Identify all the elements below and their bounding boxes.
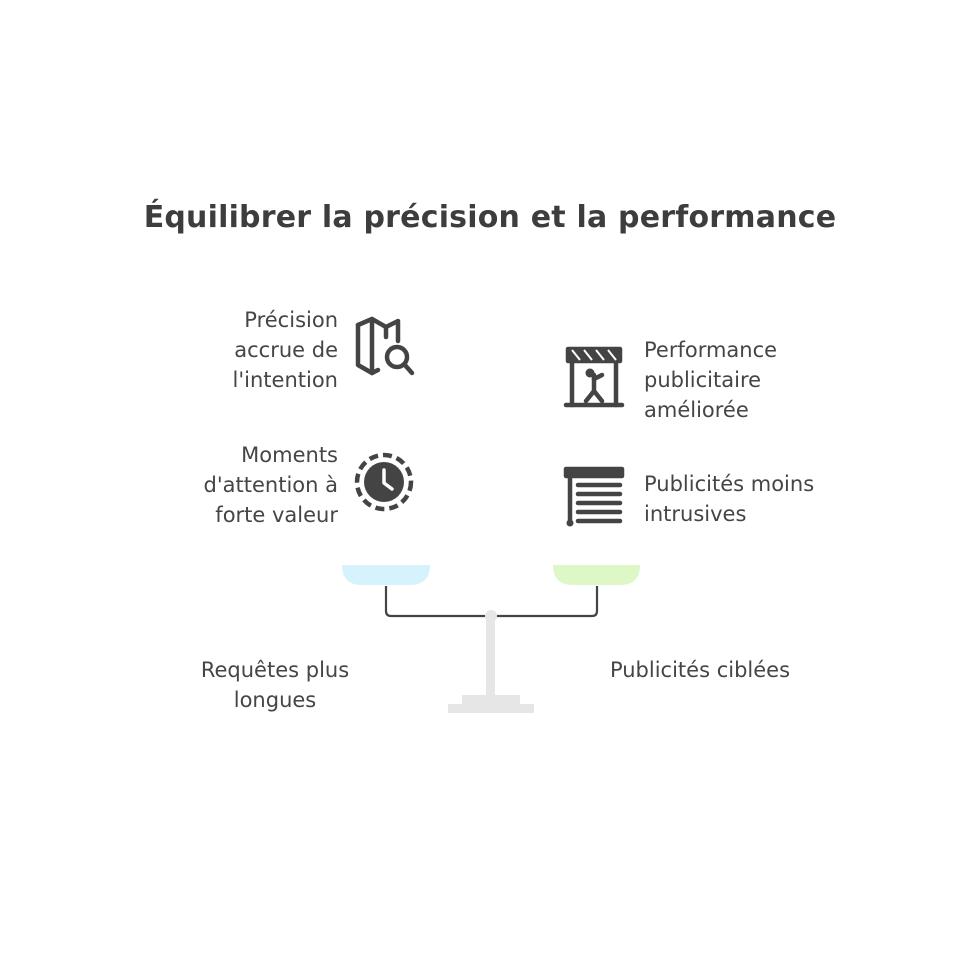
scale-pivot: [485, 610, 497, 622]
scale-base: [448, 704, 534, 713]
performance-label: Performance publicitaire améliorée: [644, 338, 778, 422]
targeted-ads-label: Publicités ciblées: [609, 658, 791, 682]
longer-queries-label: Requêtes plus longues: [200, 658, 350, 712]
map-search-icon: [355, 316, 415, 376]
clock-icon: [354, 452, 414, 512]
precision-label: Précision accrue de l'intention: [232, 308, 338, 392]
scale-beam: [384, 586, 599, 618]
right-pan: [553, 565, 640, 585]
stage-performer-icon: [563, 346, 625, 408]
left-pan: [342, 565, 430, 585]
less-intrusive-ads-label: Publicités moins intrusives: [644, 472, 815, 526]
page-title: Équilibrer la précision et la performanc…: [143, 200, 837, 235]
scale-pole: [486, 616, 495, 698]
scale-base-top: [462, 695, 520, 705]
moments-label: Moments d'attention à forte valeur: [203, 443, 338, 527]
window-blinds-icon: [563, 466, 625, 527]
